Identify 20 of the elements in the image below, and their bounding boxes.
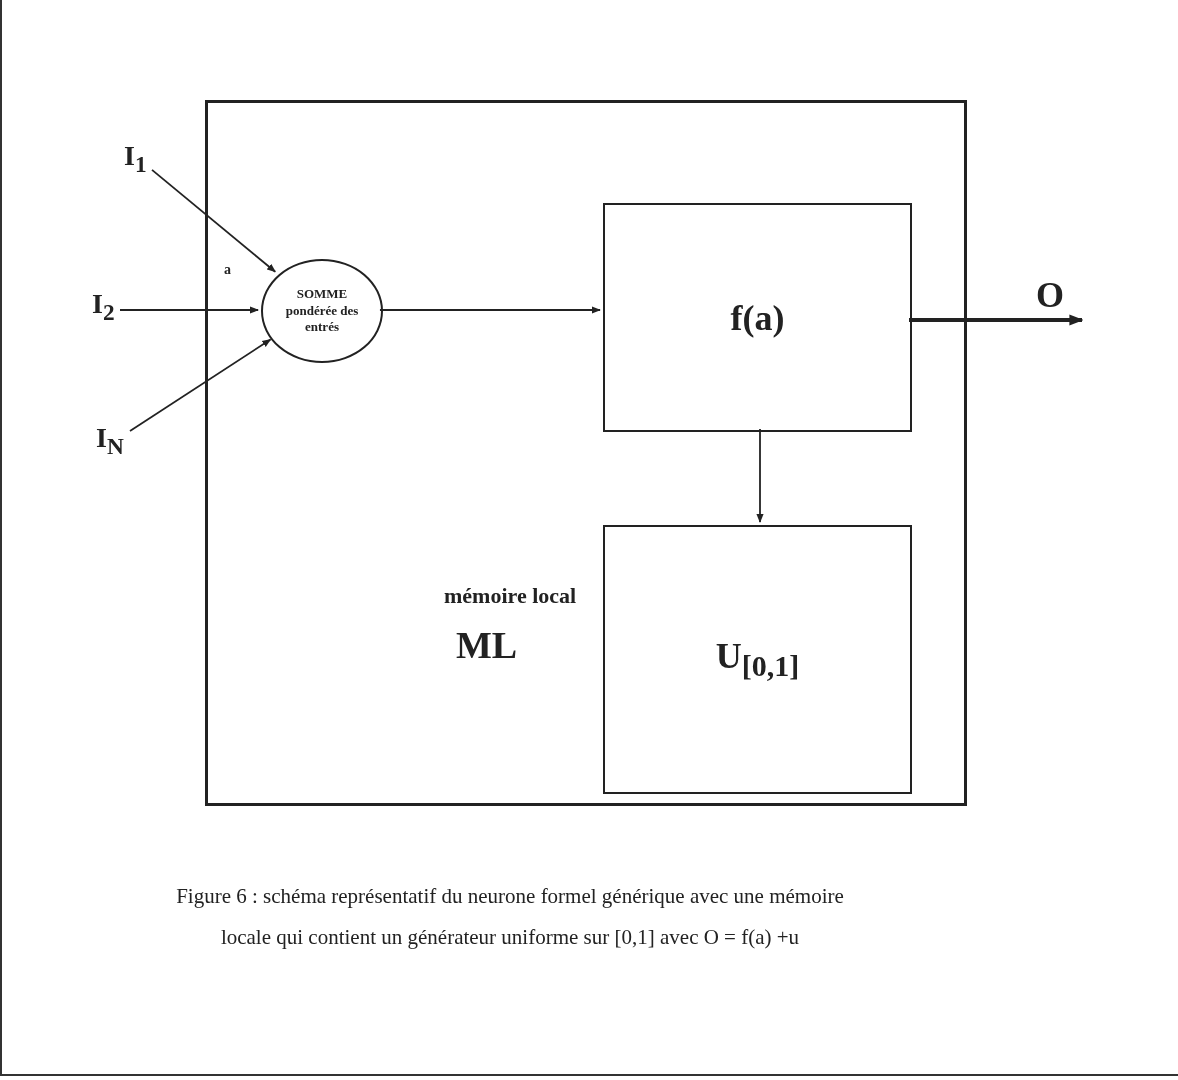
summation-text: SOMME pondérée des entrés: [284, 285, 360, 337]
input-label: I$_{2}$: [92, 290, 115, 326]
arrow: [909, 314, 1084, 326]
summation-circle: [261, 259, 383, 363]
memory-symbol: ML: [456, 623, 518, 667]
function-label: f(a): [730, 299, 785, 336]
signal-label: a: [224, 262, 231, 278]
arrow: [129, 338, 272, 432]
activation-function-box: [603, 203, 912, 432]
memory-label: mémoire local: [444, 583, 577, 609]
input-label: I$_{N}$: [96, 424, 124, 460]
arrow: [151, 169, 277, 273]
arrow: [119, 306, 259, 314]
figure-caption: Figure 6 : schéma représentatif du neurone formel générique avec une mémoire locale qui contient un générateur uniforme sur [0,1] avec O = f(a) +u: [175, 883, 845, 951]
memory-block-box: [205, 100, 967, 806]
function-label: U$_{[0,1]}$: [715, 637, 800, 682]
arrow: [756, 428, 764, 523]
uniform-generator-box: [603, 525, 912, 794]
input-label: I$_{1}$: [124, 142, 147, 178]
output-label: O: [1036, 274, 1064, 316]
